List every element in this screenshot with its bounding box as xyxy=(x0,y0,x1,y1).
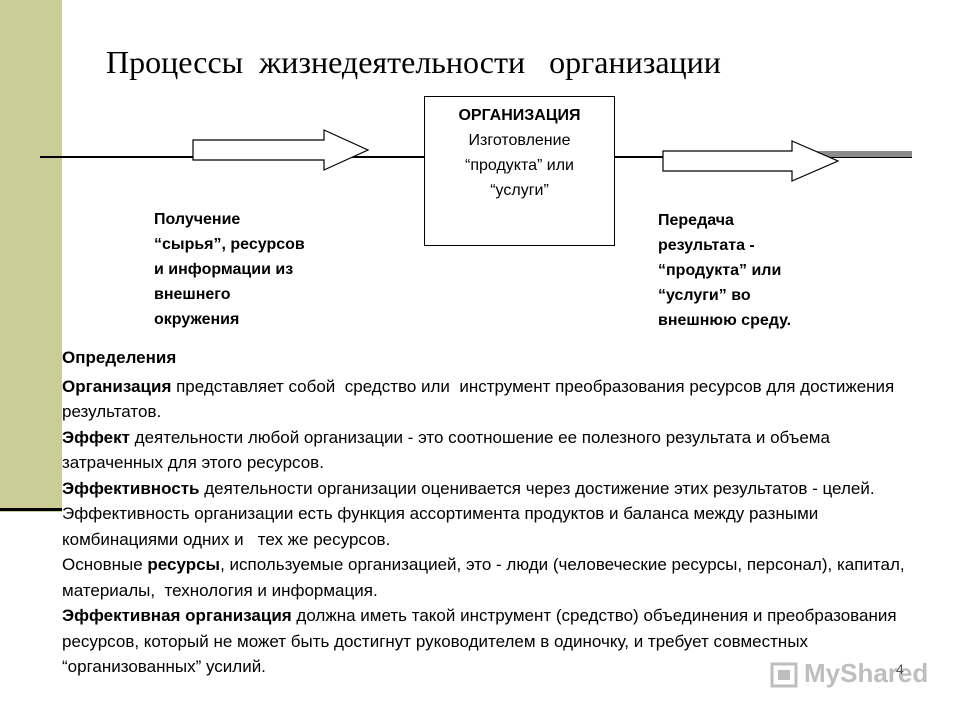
slide-title: Процессы жизнедеятельности организации xyxy=(106,44,721,80)
term: Организация xyxy=(62,376,172,396)
definition-text: Основные xyxy=(62,555,148,574)
definitions-heading: Определения xyxy=(62,348,177,367)
definition-paragraph: Эффективная организация должна иметь так… xyxy=(62,603,922,680)
organization-line-3: “услуги” xyxy=(490,182,549,199)
sidebar-bar xyxy=(0,0,62,512)
term: Эффективная организация xyxy=(62,606,292,625)
definition-paragraph: Основные ресурсы, используемые организац… xyxy=(62,552,922,603)
output-line: “продукта” или xyxy=(658,262,782,279)
term: ресурсы xyxy=(147,555,221,574)
definition-text: деятельности организации оценивается чер… xyxy=(62,478,880,549)
term: Эффект xyxy=(62,427,130,447)
sidebar-underline xyxy=(0,508,62,511)
page-number: 4 xyxy=(896,661,904,677)
watermark-logo: MyShared xyxy=(770,658,928,688)
input-line: окружения xyxy=(154,311,240,328)
input-line: Получение xyxy=(154,211,241,228)
watermark-icon xyxy=(770,662,798,688)
definition-text: должна иметь такой инструмент (средство)… xyxy=(62,606,902,676)
organization-box: ОРГАНИЗАЦИЯ Изготовление “продукта” или … xyxy=(424,96,615,246)
definition-text: представляет собой средство или инструме… xyxy=(62,376,899,422)
input-line: внешнего xyxy=(154,286,231,303)
output-line: Передача xyxy=(658,212,734,229)
output-textbox: Передача результата - “продукта” или “ус… xyxy=(652,200,882,329)
watermark-text: MyShared xyxy=(804,658,929,688)
definition-text: , используемые организацией, это - люди … xyxy=(62,555,910,600)
organization-line-1: Изготовление xyxy=(468,132,571,149)
output-line: внешнюю среду. xyxy=(658,312,792,329)
definition-paragraph: Эффективность деятельности организации о… xyxy=(62,476,922,553)
definitions-section: Определения Организация представляет соб… xyxy=(62,345,922,680)
output-arrow-icon xyxy=(662,140,840,182)
term: Эффективность xyxy=(62,478,200,498)
definition-paragraph: Эффект деятельности любой организации - … xyxy=(62,425,922,476)
input-line: “сырья”, ресурсов xyxy=(154,236,305,253)
definition-paragraph: Организация представляет собой средство … xyxy=(62,374,922,425)
output-line: результата - xyxy=(658,237,755,254)
organization-heading: ОРГАНИЗАЦИЯ xyxy=(458,107,581,124)
input-line: и информации из xyxy=(154,261,294,278)
input-arrow-icon xyxy=(192,129,370,171)
input-textbox: Получение “сырья”, ресурсов и информации… xyxy=(148,187,373,328)
organization-line-2: “продукта” или xyxy=(465,157,574,174)
definition-text: деятельности любой организации - это соо… xyxy=(62,427,835,473)
output-line: “услуги” во xyxy=(658,287,751,304)
